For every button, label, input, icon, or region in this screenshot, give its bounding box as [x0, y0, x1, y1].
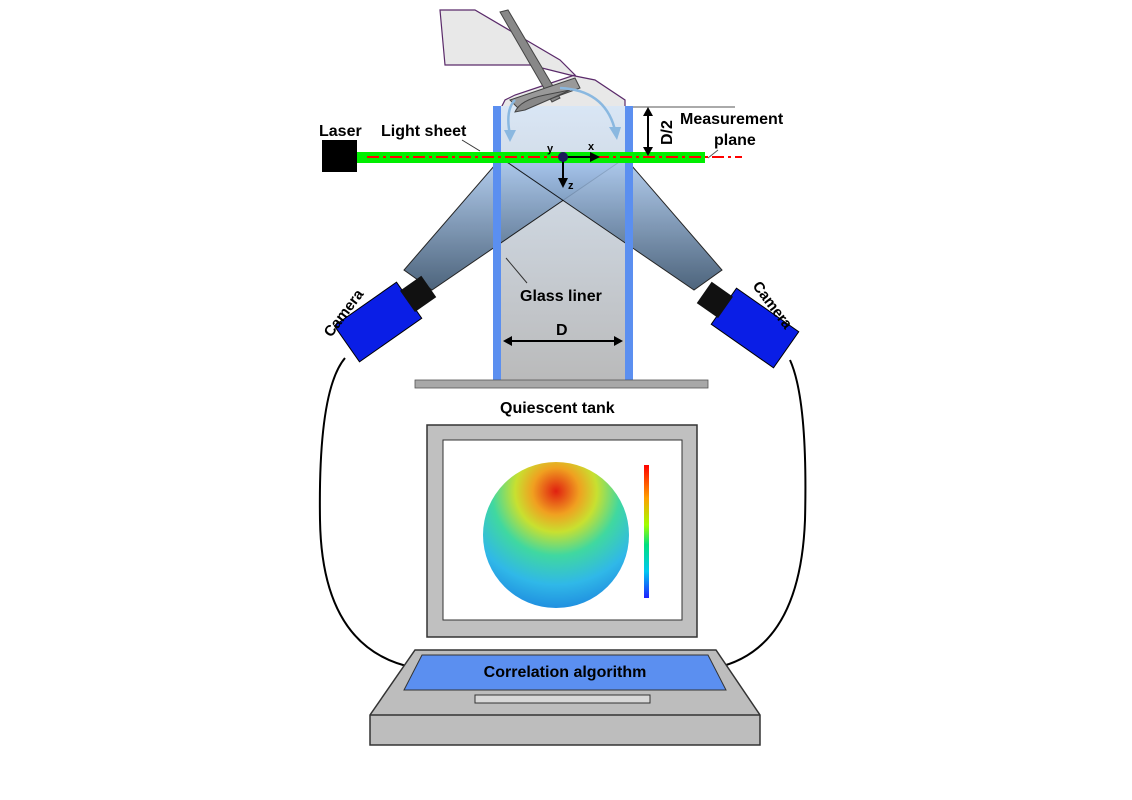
light-sheet-label: Light sheet: [381, 123, 467, 140]
velocity-colorbar: [644, 465, 649, 598]
cable-right: [714, 359, 807, 669]
glass-liner-right-wall: [625, 106, 633, 388]
axis-y-label: y: [547, 143, 554, 155]
camera-left-icon: [333, 275, 437, 363]
tank-base: [414, 379, 709, 389]
half-diameter-label: D/2: [659, 120, 676, 145]
flow-arrow-right: [559, 86, 617, 131]
velocity-field-plot: [483, 462, 629, 608]
camera-right-icon: [696, 281, 800, 369]
tank-interior: [501, 106, 625, 388]
axis-x-label: x: [588, 141, 595, 153]
cable-left: [318, 357, 416, 669]
glass-liner-label: Glass liner: [520, 288, 602, 305]
measurement-plane-label-1: Measurement: [680, 111, 784, 128]
correlation-label: Correlation algorithm: [484, 664, 647, 681]
laser-label: Laser: [319, 123, 362, 140]
laser-icon: [322, 140, 357, 172]
diameter-label: D: [556, 322, 568, 339]
origin-marker: [558, 152, 568, 162]
axis-z-label: z: [568, 180, 574, 192]
correlation-screen: [403, 654, 727, 691]
valve-icon: [499, 9, 581, 113]
touchpad: [474, 694, 651, 704]
glass-liner-left-wall: [493, 106, 501, 388]
measurement-plane-label-2: plane: [714, 132, 756, 149]
quiescent-tank-label: Quiescent tank: [500, 400, 615, 417]
